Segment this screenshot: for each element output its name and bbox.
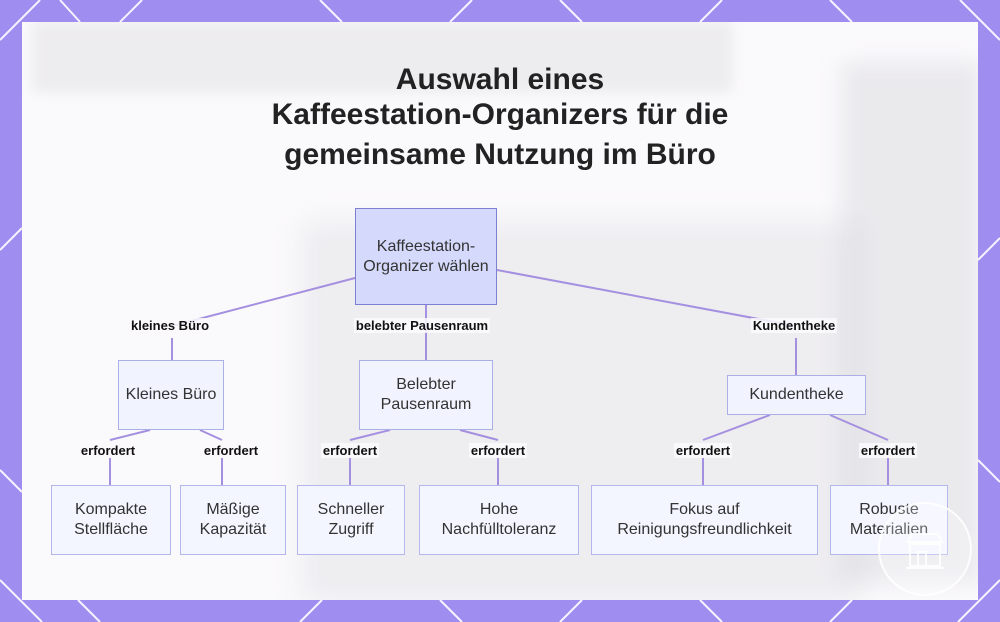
edge-root-reception: [496, 269, 797, 327]
node-moderate: Mäßige Kapazität: [180, 485, 286, 555]
edge-reception-cleaning: [702, 414, 771, 441]
node-refill: Hohe Nachfülltoleranz: [419, 485, 579, 555]
diagram-title-line-2: Kaffeestation-Organizers für die: [271, 98, 729, 131]
diagram-title-line-1: Auswahl eines: [395, 63, 605, 96]
edge-breakroom-refill: [459, 429, 499, 441]
edge-label-busy-breakroom: belebter Pausenraum: [353, 318, 491, 333]
edge-label-requires-fast: erfordert: [320, 443, 380, 458]
edge-label-small-office: kleines Büro: [128, 318, 212, 333]
edge-label-requires-cleaning: erfordert: [673, 443, 733, 458]
edge-label-requires-moderate: erfordert: [201, 443, 261, 458]
edge-label-requires-refill: erfordert: [468, 443, 528, 458]
node-busy-breakroom: Belebter Pausenraum: [359, 360, 493, 430]
node-small-office: Kleines Büro: [118, 360, 224, 430]
edge-label-requires-compact: erfordert: [78, 443, 138, 458]
node-compact: Kompakte Stellfläche: [51, 485, 171, 555]
node-fast-access: Schneller Zugriff: [297, 485, 405, 555]
background-photo-blur: [32, 22, 732, 92]
edge-label-reception: Kundentheke: [750, 318, 838, 333]
edge-small-office-compact: [109, 429, 151, 441]
edge-small-office-moderate: [199, 429, 223, 441]
edge-reception-robust: [829, 414, 889, 441]
node-reception: Kundentheke: [727, 375, 866, 415]
node-root: Kaffeestation-Organizer wählen: [355, 208, 497, 305]
edge-breakroom-fast: [349, 429, 391, 441]
store-icon: [878, 502, 972, 596]
diagram-title-line-3: gemeinsame Nutzung im Büro: [284, 138, 716, 171]
node-cleaning: Fokus auf Reinigungsfreundlichkeit: [591, 485, 818, 555]
edge-label-requires-robust: erfordert: [858, 443, 918, 458]
